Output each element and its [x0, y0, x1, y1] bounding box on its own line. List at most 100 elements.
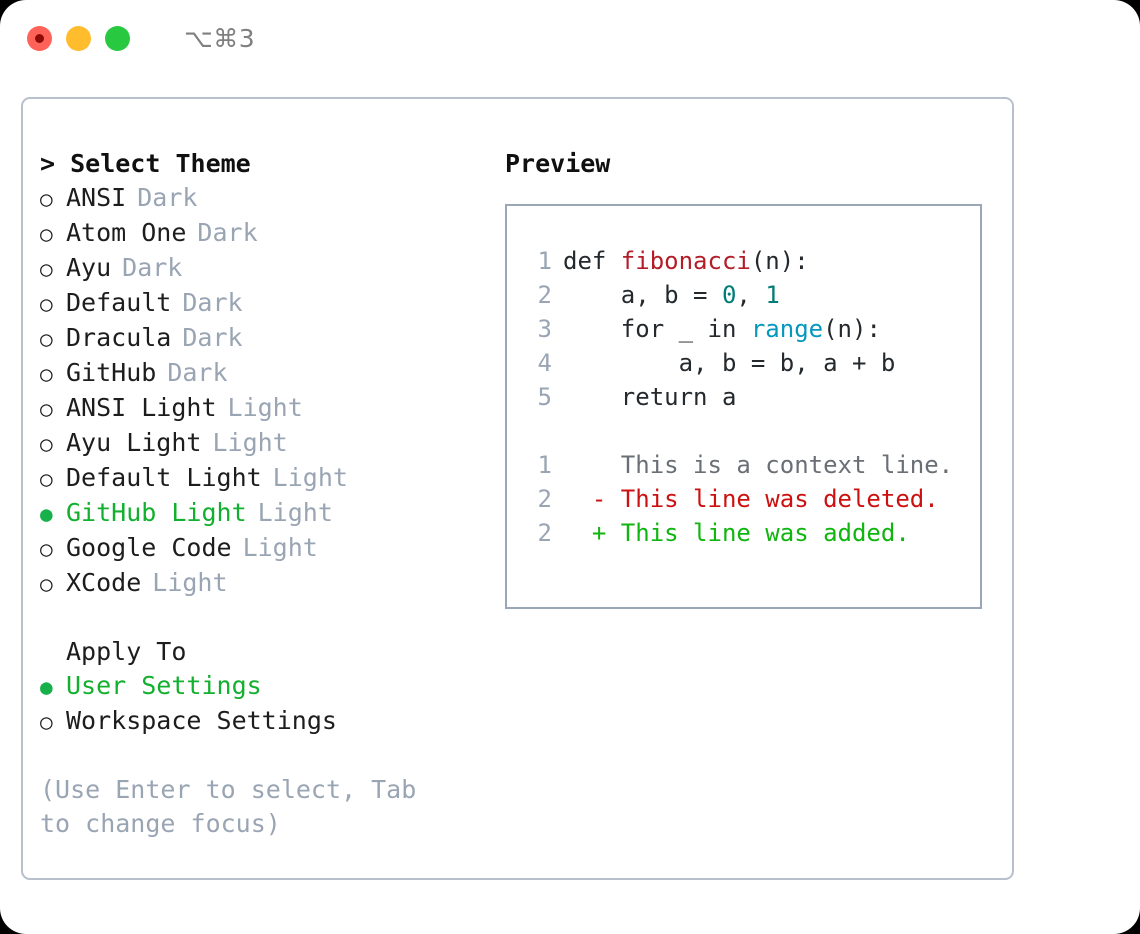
radio-unselected-icon[interactable]: ○	[40, 397, 53, 421]
theme-list-item[interactable]: ● GitHub Light Light	[40, 496, 485, 531]
minimize-button[interactable]	[66, 25, 91, 51]
radio-unselected-icon[interactable]: ○	[40, 187, 53, 211]
apply-to-option-label: User Settings	[66, 671, 262, 700]
apply-to-option[interactable]: ○ Workspace Settings	[40, 704, 485, 739]
theme-name: GitHub	[66, 358, 157, 387]
theme-list-item[interactable]: ○ Default Light Light	[40, 461, 485, 496]
theme-name: Ayu Light	[66, 428, 202, 457]
theme-variant-badge: Light	[242, 533, 318, 562]
line-number: 2	[537, 281, 552, 309]
code-line: 2 a, b = 0, 1	[524, 278, 980, 312]
code-token: 1	[765, 281, 780, 309]
theme-name: Ayu	[66, 253, 112, 282]
diff-sign: -	[563, 485, 621, 513]
zoom-button[interactable]	[105, 25, 130, 51]
code-line: 3 for _ in range(n):	[524, 312, 980, 346]
line-number: 2	[537, 519, 552, 547]
apply-to-option[interactable]: ● User Settings	[40, 669, 485, 704]
theme-variant-badge: Light	[227, 393, 303, 422]
theme-list-item[interactable]: ○ Google Code Light	[40, 531, 485, 566]
diff-line: 2 - This line was deleted.	[524, 482, 980, 516]
theme-name: GitHub Light	[66, 498, 247, 527]
diff-line: 2 + This line was added.	[524, 516, 980, 550]
theme-list-item[interactable]: ○ Ayu Dark	[40, 251, 485, 286]
select-theme-heading: > Select Theme	[40, 149, 251, 178]
radio-selected-icon[interactable]: ●	[40, 502, 53, 526]
code-token: def	[563, 247, 621, 275]
radio-unselected-icon[interactable]: ○	[40, 222, 53, 246]
radio-unselected-icon[interactable]: ○	[40, 292, 53, 316]
line-number: 5	[537, 383, 552, 411]
diff-sign	[563, 448, 621, 482]
theme-name: ANSI	[66, 183, 127, 212]
radio-unselected-icon[interactable]: ○	[40, 467, 53, 491]
theme-list-item[interactable]: ○ Default Dark	[40, 286, 485, 321]
theme-variant-badge: Dark	[137, 183, 198, 212]
theme-variant-badge: Dark	[197, 218, 258, 247]
code-token: range	[750, 315, 824, 343]
code-line: 5 return a	[524, 380, 980, 414]
code-token: return a	[563, 383, 737, 411]
radio-unselected-icon[interactable]: ○	[40, 537, 53, 561]
theme-list-item[interactable]: ○ Ayu Light Light	[40, 426, 485, 461]
apply-to-heading-label: Apply To	[66, 637, 187, 666]
radio-unselected-icon[interactable]: ○	[40, 572, 53, 596]
radio-unselected-icon[interactable]: ○	[40, 710, 53, 734]
code-token: for _ in	[563, 315, 751, 343]
theme-variant-badge: Dark	[182, 288, 243, 317]
code-token: (n):	[750, 247, 809, 275]
theme-list-item[interactable]: ○ Atom One Dark	[40, 216, 485, 251]
theme-variant-badge: Dark	[122, 253, 183, 282]
radio-selected-icon[interactable]: ●	[40, 675, 53, 699]
theme-name: Default Light	[66, 463, 262, 492]
apply-to-options: ● User Settings ○ Workspace Settings	[40, 669, 485, 739]
theme-name: Default	[66, 288, 172, 317]
radio-unselected-icon[interactable]: ○	[40, 327, 53, 351]
close-button[interactable]	[27, 25, 52, 51]
code-diff-spacer	[524, 414, 980, 448]
apply-to-option-label: Workspace Settings	[66, 706, 337, 735]
theme-variant-badge: Light	[152, 568, 228, 597]
theme-variant-badge: Light	[272, 463, 348, 492]
line-number: 1	[537, 247, 552, 275]
diff-text: This line was added.	[620, 519, 910, 547]
radio-unselected-icon[interactable]: ○	[40, 257, 53, 281]
diff-sign: +	[563, 519, 621, 547]
list-spacer	[40, 601, 485, 635]
theme-list-item[interactable]: ○ XCode Light	[40, 566, 485, 601]
line-number: 3	[537, 315, 552, 343]
apply-to-heading: ○ Apply To	[40, 635, 485, 669]
theme-name: Atom One	[66, 218, 187, 247]
theme-variant-badge: Light	[257, 498, 333, 527]
title-bar: ⌥⌘3	[0, 0, 1140, 76]
code-token: fibonacci	[620, 247, 751, 275]
theme-variant-badge: Light	[212, 428, 288, 457]
code-line: 1 def fibonacci(n):	[524, 244, 980, 278]
diff-sample: 1 This is a context line.2 - This line w…	[524, 448, 980, 550]
radio-unselected-icon[interactable]: ○	[40, 362, 53, 386]
theme-name: XCode	[66, 568, 142, 597]
code-token: a, b = b, a + b	[563, 349, 896, 377]
code-token: ,	[736, 281, 766, 309]
radio-unselected-icon[interactable]: ○	[40, 432, 53, 456]
diff-text: This is a context line.	[620, 451, 954, 479]
diff-line: 1 This is a context line.	[524, 448, 980, 482]
code-token: a, b =	[563, 281, 722, 309]
theme-variant-badge: Dark	[182, 323, 243, 352]
diff-text: This line was deleted.	[620, 485, 939, 513]
traffic-lights	[27, 25, 130, 51]
theme-list-item[interactable]: ○ ANSI Dark	[40, 181, 485, 216]
line-number: 4	[537, 349, 552, 377]
theme-name: ANSI Light	[66, 393, 217, 422]
line-number: 2	[537, 485, 552, 513]
theme-name: Google Code	[66, 533, 232, 562]
theme-list-item[interactable]: ○ ANSI Light Light	[40, 391, 485, 426]
